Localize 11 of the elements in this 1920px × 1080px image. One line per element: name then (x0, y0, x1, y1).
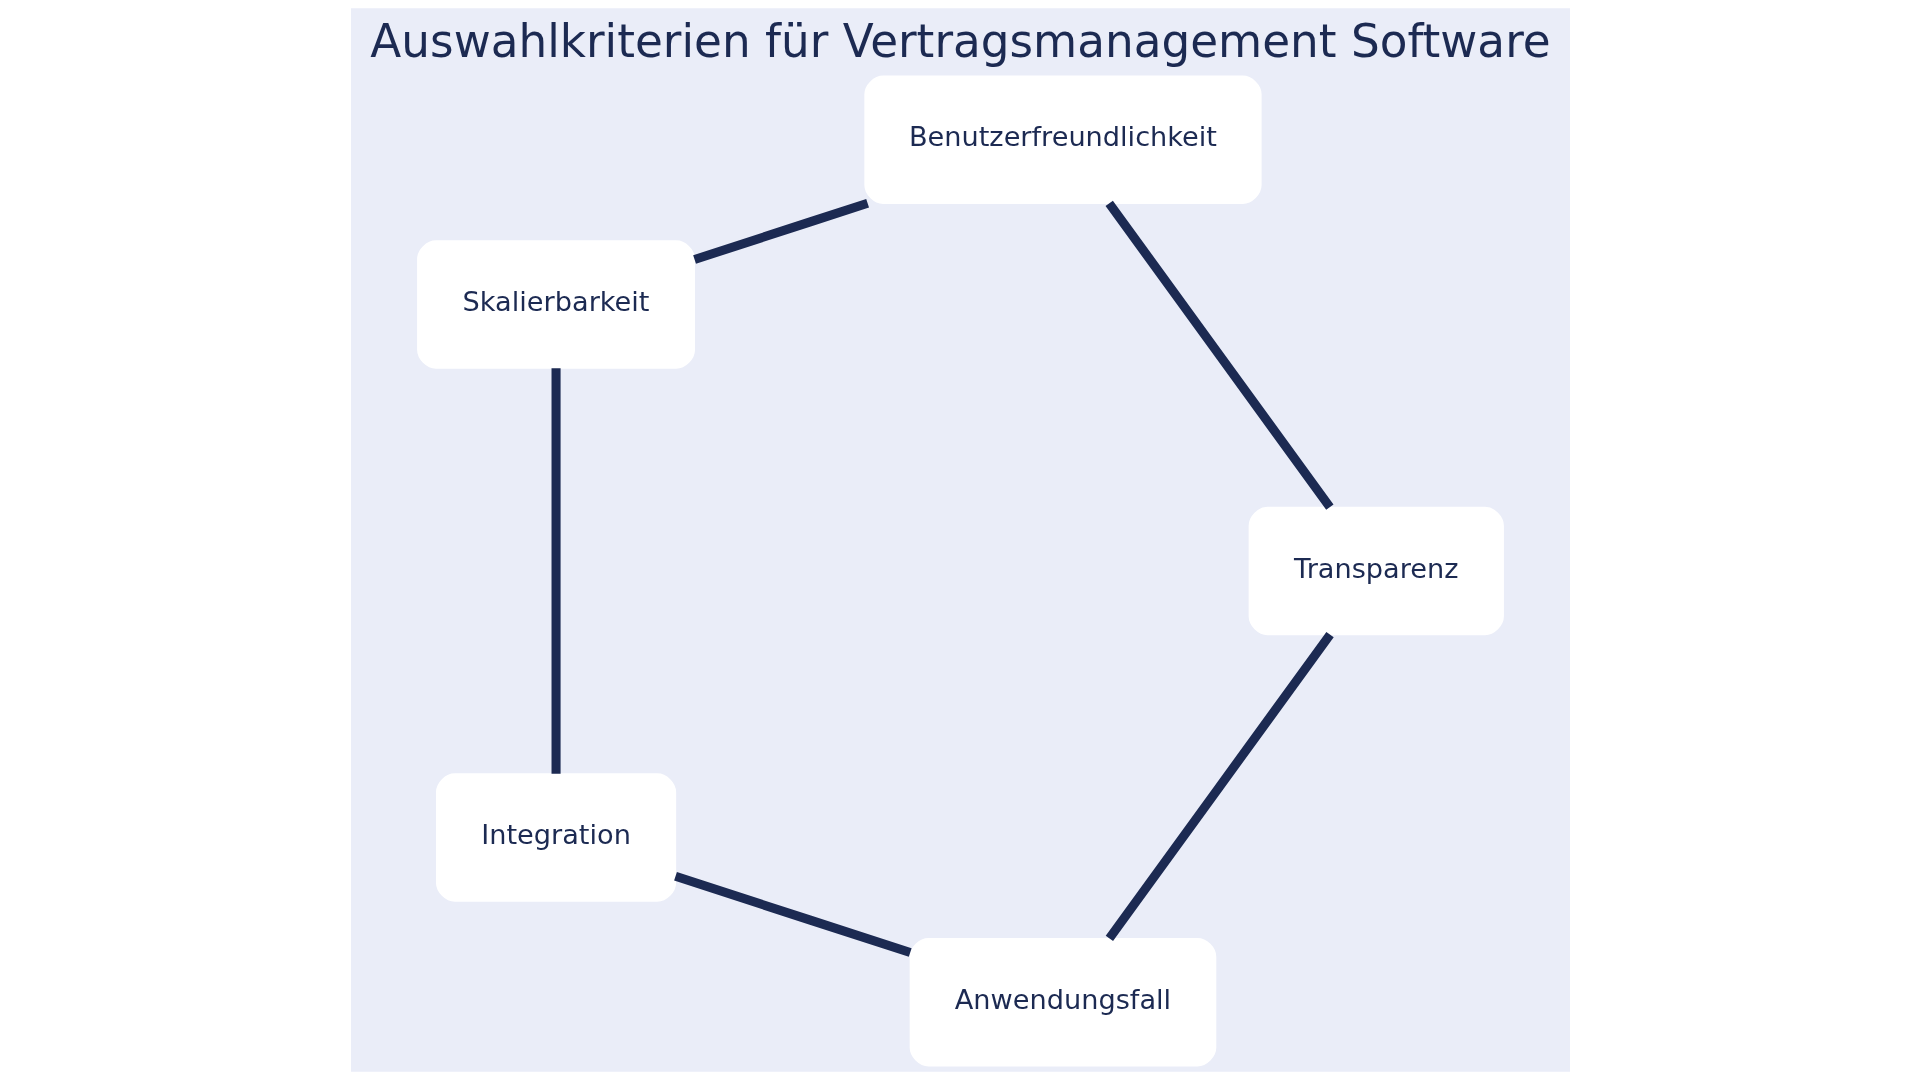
diagram-title: Auswahlkriterien für Vertragsmanagement Software (369, 14, 1551, 68)
connector (1105, 631, 1334, 941)
node-box: Skalierbarkeit (416, 240, 695, 369)
node-box: Integration (435, 773, 676, 902)
connector (692, 198, 869, 264)
node-box: Anwendungsfall (909, 938, 1216, 1067)
connector (673, 872, 912, 957)
node-box: Benutzerfreundlichkeit (863, 75, 1262, 204)
node-box: Transparenz (1248, 506, 1504, 636)
connector (1105, 200, 1334, 510)
connector (551, 368, 561, 774)
